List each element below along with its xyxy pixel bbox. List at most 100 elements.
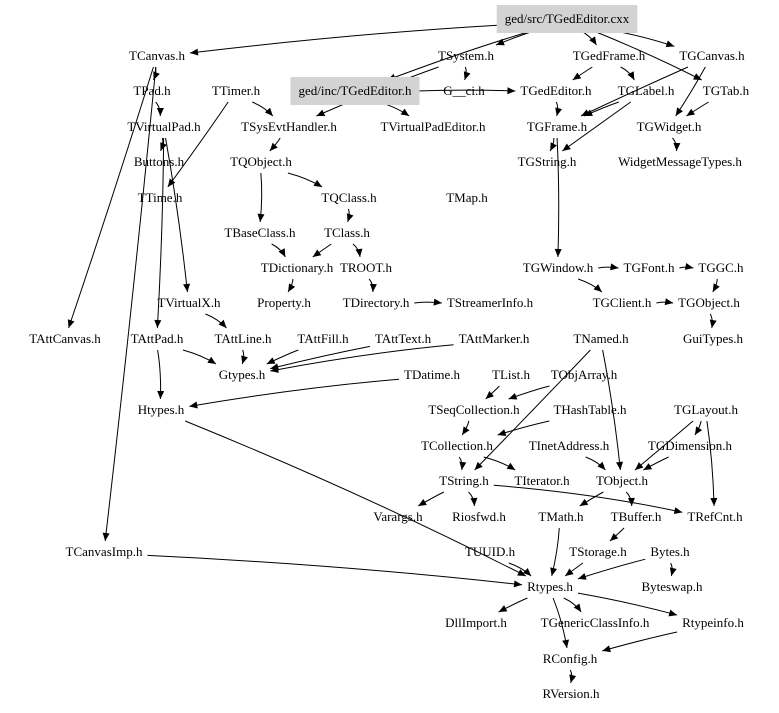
- graph-node[interactable]: TGFrame.h: [527, 119, 588, 134]
- graph-node[interactable]: TDictionary.h: [261, 260, 334, 275]
- graph-node[interactable]: TTimer.h: [212, 83, 261, 98]
- node-label: Rtypeinfo.h: [682, 615, 744, 630]
- node-label: TCanvas.h: [129, 48, 185, 63]
- graph-node[interactable]: TStorage.h: [569, 544, 627, 559]
- graph-node[interactable]: TObjArray.h: [551, 367, 618, 382]
- graph-node[interactable]: TSysEvtHandler.h: [241, 119, 337, 134]
- graph-node[interactable]: WidgetMessageTypes.h: [618, 154, 742, 169]
- graph-edge: [270, 344, 454, 372]
- graph-node[interactable]: Htypes.h: [138, 402, 185, 417]
- graph-node[interactable]: TBuffer.h: [611, 509, 662, 524]
- graph-node[interactable]: TGObject.h: [678, 295, 740, 310]
- graph-node-root[interactable]: ged/src/TGedEditor.cxx: [496, 5, 638, 33]
- graph-node[interactable]: TBaseClass.h: [224, 225, 296, 240]
- graph-node[interactable]: G__ci.h: [443, 83, 485, 98]
- graph-node[interactable]: TAttPad.h: [131, 331, 184, 346]
- graph-node[interactable]: TGTab.h: [703, 83, 750, 98]
- graph-node[interactable]: TCanvas.h: [129, 48, 185, 63]
- graph-node[interactable]: TTime.h: [138, 190, 183, 205]
- node-label: TQClass.h: [321, 190, 377, 205]
- graph-node[interactable]: TGWidget.h: [637, 119, 702, 134]
- graph-node[interactable]: TDirectory.h: [343, 295, 410, 310]
- node-label: TObject.h: [596, 473, 649, 488]
- graph-node[interactable]: TAttLine.h: [214, 331, 272, 346]
- graph-node[interactable]: TString.h: [439, 473, 489, 488]
- graph-node[interactable]: TGLayout.h: [674, 402, 738, 417]
- graph-node-root[interactable]: ged/inc/TGedEditor.h: [290, 77, 420, 105]
- graph-node[interactable]: TGenericClassInfo.h: [541, 615, 650, 630]
- graph-node[interactable]: TRefCnt.h: [687, 509, 743, 524]
- edge-arrowhead: [463, 71, 471, 80]
- edge-arrowhead: [610, 263, 619, 271]
- graph-node[interactable]: TClass.h: [324, 225, 370, 240]
- edge-arrowhead: [189, 48, 199, 56]
- node-label: Buttons.h: [134, 154, 185, 169]
- graph-node[interactable]: TMap.h: [446, 190, 488, 205]
- graph-node[interactable]: TAttCanvas.h: [29, 331, 101, 346]
- graph-node[interactable]: TList.h: [492, 367, 530, 382]
- graph-node[interactable]: TGString.h: [518, 154, 577, 169]
- graph-node[interactable]: TROOT.h: [340, 260, 393, 275]
- graph-node[interactable]: Riosfwd.h: [452, 509, 506, 524]
- graph-node[interactable]: TGLabel.h: [618, 83, 675, 98]
- graph-node[interactable]: TGedFrame.h: [573, 48, 646, 63]
- node-label: DllImport.h: [445, 615, 507, 630]
- graph-node[interactable]: TVirtualPadEditor.h: [380, 119, 486, 134]
- graph-node[interactable]: RVersion.h: [542, 686, 600, 701]
- graph-node[interactable]: TAttMarker.h: [459, 331, 530, 346]
- edge-arrowhead: [577, 573, 587, 580]
- graph-node[interactable]: TVirtualPad.h: [127, 119, 201, 134]
- graph-node[interactable]: Buttons.h: [134, 154, 185, 169]
- graph-node[interactable]: TAttText.h: [375, 331, 432, 346]
- edge-arrowhead: [593, 284, 602, 292]
- graph-node[interactable]: TGedEditor.h: [520, 83, 592, 98]
- edge-arrowhead: [474, 461, 483, 470]
- node-label: TObjArray.h: [551, 367, 618, 382]
- graph-node[interactable]: TIterator.h: [514, 473, 570, 488]
- graph-node[interactable]: Rtypeinfo.h: [682, 615, 744, 630]
- graph-edge: [474, 349, 591, 471]
- graph-node[interactable]: TQObject.h: [230, 154, 292, 169]
- graph-node[interactable]: Gtypes.h: [219, 367, 266, 382]
- graph-node[interactable]: TSystem.h: [438, 48, 494, 63]
- graph-node[interactable]: Varargs.h: [373, 509, 423, 524]
- edge-arrowhead: [669, 567, 677, 576]
- graph-node[interactable]: TVirtualX.h: [157, 295, 221, 310]
- graph-edge: [706, 420, 715, 507]
- graph-node[interactable]: TGClient.h: [593, 295, 652, 310]
- graph-node[interactable]: TCanvasImp.h: [66, 544, 143, 559]
- graph-node[interactable]: TObject.h: [596, 473, 649, 488]
- graph-node[interactable]: TNamed.h: [573, 331, 629, 346]
- graph-node[interactable]: TSeqCollection.h: [428, 402, 520, 417]
- graph-node[interactable]: Bytes.h: [650, 544, 690, 559]
- graph-node[interactable]: TGWindow.h: [523, 260, 594, 275]
- graph-node[interactable]: Property.h: [257, 295, 311, 310]
- node-label: Byteswap.h: [641, 579, 703, 594]
- graph-node[interactable]: TAttFill.h: [297, 331, 349, 346]
- graph-node[interactable]: TInetAddress.h: [529, 438, 610, 453]
- edge-arrowhead: [496, 38, 505, 46]
- graph-node[interactable]: TGCanvas.h: [679, 48, 745, 63]
- graph-node[interactable]: TStreamerInfo.h: [447, 295, 534, 310]
- graph-node[interactable]: TPad.h: [133, 83, 171, 98]
- graph-node[interactable]: TCollection.h: [421, 438, 493, 453]
- node-label: TTimer.h: [212, 83, 261, 98]
- edge-arrowhead: [313, 179, 323, 187]
- graph-node[interactable]: TGGC.h: [698, 260, 744, 275]
- graph-node[interactable]: TMath.h: [538, 509, 584, 524]
- graph-node[interactable]: TDatime.h: [404, 367, 460, 382]
- graph-node[interactable]: TQClass.h: [321, 190, 377, 205]
- graph-node[interactable]: TGDimension.h: [648, 438, 733, 453]
- graph-node[interactable]: TGFont.h: [624, 260, 675, 275]
- graph-node[interactable]: TUUID.h: [465, 544, 516, 559]
- graph-node[interactable]: RConfig.h: [543, 651, 598, 666]
- graph-node[interactable]: Byteswap.h: [641, 579, 703, 594]
- graph-node[interactable]: GuiTypes.h: [683, 331, 744, 346]
- graph-node[interactable]: Rtypes.h: [527, 579, 573, 594]
- edge-arrowhead: [264, 107, 273, 116]
- node-label: TCollection.h: [421, 438, 493, 453]
- graph-node[interactable]: THashTable.h: [553, 402, 627, 417]
- graph-node[interactable]: DllImport.h: [445, 615, 507, 630]
- node-label: TTime.h: [138, 190, 183, 205]
